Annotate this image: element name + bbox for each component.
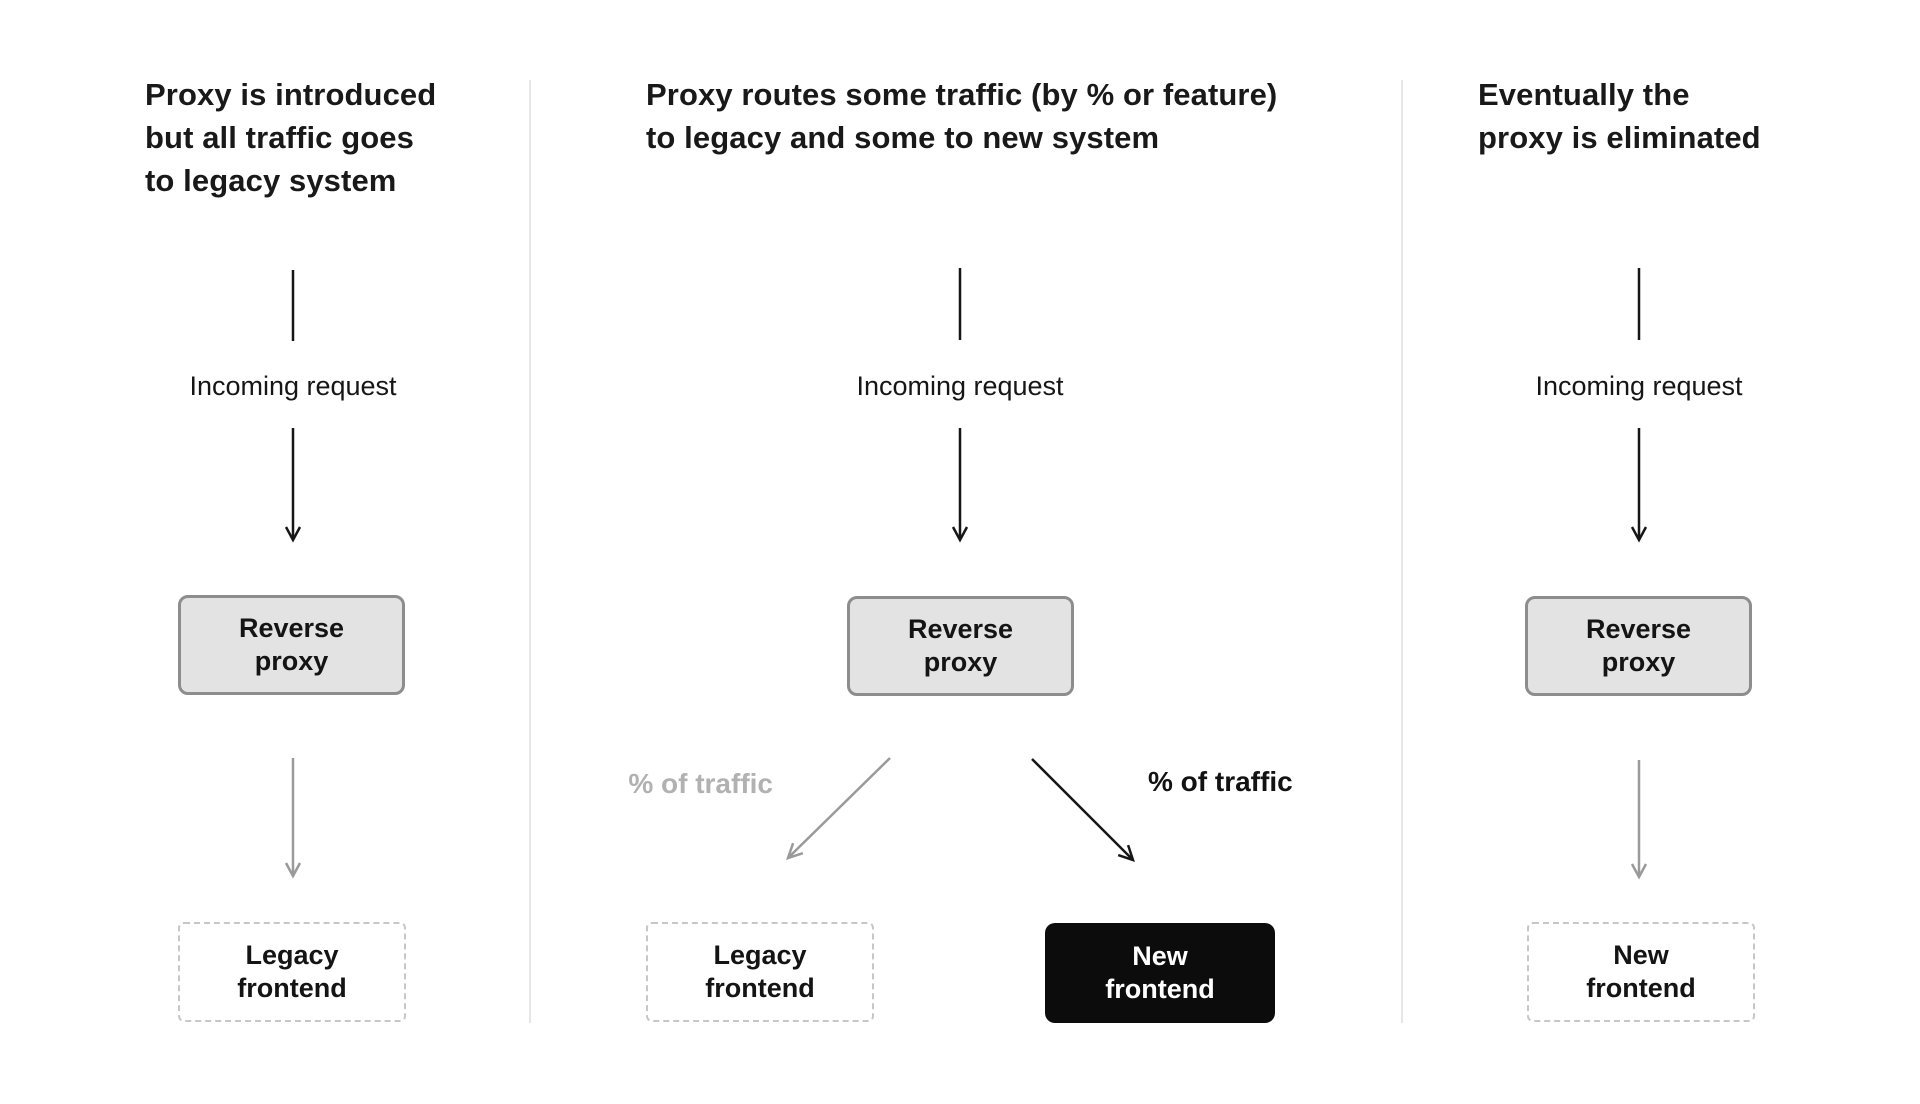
proxy-to-new-diagonal-arrow [1031, 758, 1134, 861]
incoming-request-label: Incoming request [1535, 371, 1743, 401]
new-frontend-node: New frontend [1045, 923, 1275, 1023]
arrowhead-icon [1117, 844, 1135, 862]
arrowhead-icon [284, 862, 302, 879]
legacy-frontend-node: Legacy frontend [646, 922, 874, 1022]
incoming-request-label: Incoming request [189, 371, 397, 401]
panel-title-routing: Proxy routes some traffic (by % or featu… [646, 77, 1278, 155]
panel-title-introduced: Proxy is introduced but all traffic goes… [145, 77, 437, 198]
panel-divider [1401, 80, 1403, 1023]
arrowhead-icon [951, 526, 969, 543]
panel-title-eliminated: Eventually the proxy is eliminated [1478, 77, 1761, 155]
panel-divider [529, 80, 531, 1023]
legacy-frontend-node: Legacy frontend [178, 922, 406, 1022]
arrowhead-icon [1630, 863, 1648, 880]
reverse-proxy-node: Reverse proxy [178, 595, 405, 695]
reverse-proxy-node: Reverse proxy [1525, 596, 1752, 696]
new-frontend-node: New frontend [1527, 922, 1755, 1022]
incoming-request-label: Incoming request [856, 371, 1064, 401]
arrowhead-icon [1630, 526, 1648, 543]
proxy-to-legacy-diagonal-arrow [787, 757, 891, 859]
arrowhead-icon [284, 526, 302, 543]
traffic-percent-label-legacy: % of traffic [628, 768, 773, 799]
reverse-proxy-node: Reverse proxy [847, 596, 1074, 696]
arrowhead-icon [786, 842, 804, 860]
traffic-percent-label-new: % of traffic [1148, 766, 1293, 797]
